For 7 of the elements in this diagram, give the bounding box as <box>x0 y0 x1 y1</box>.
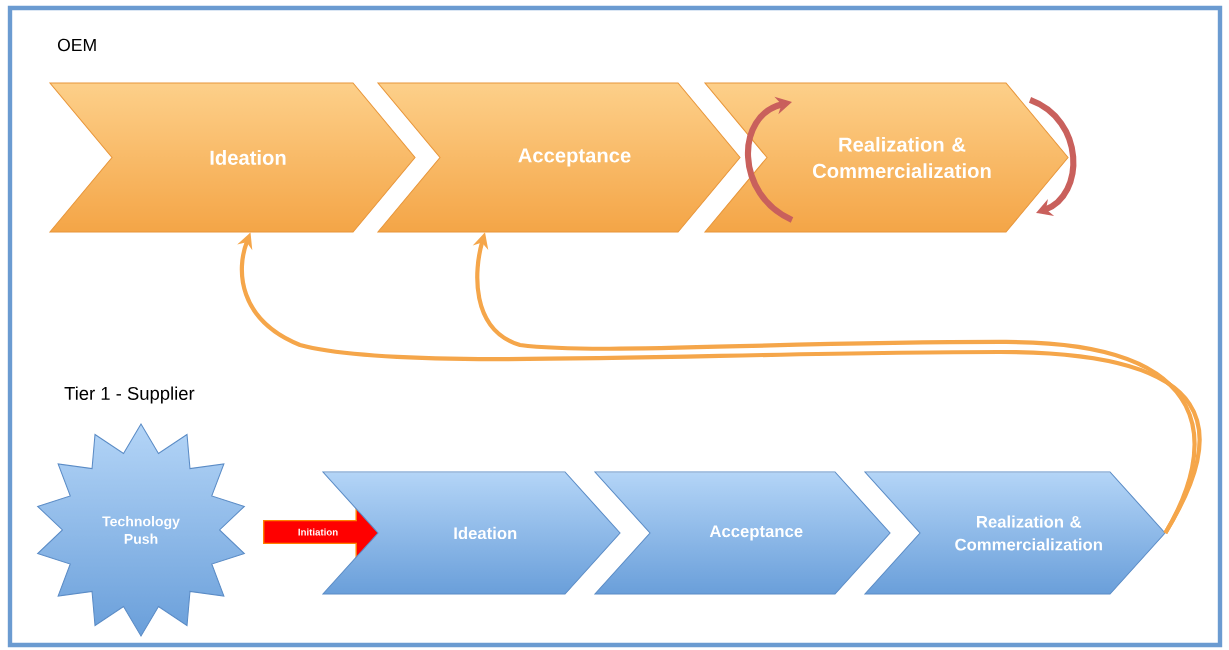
process-step: Acceptance <box>593 471 891 595</box>
process-step: Ideation <box>48 82 416 233</box>
section-label: Tier 1 - Supplier <box>64 386 195 404</box>
section-label: OEM <box>57 38 96 52</box>
process-step: Realization & Commercialization <box>703 82 1069 233</box>
process-step: Realization & Commercialization <box>863 471 1166 595</box>
process-step: Acceptance <box>376 82 741 233</box>
